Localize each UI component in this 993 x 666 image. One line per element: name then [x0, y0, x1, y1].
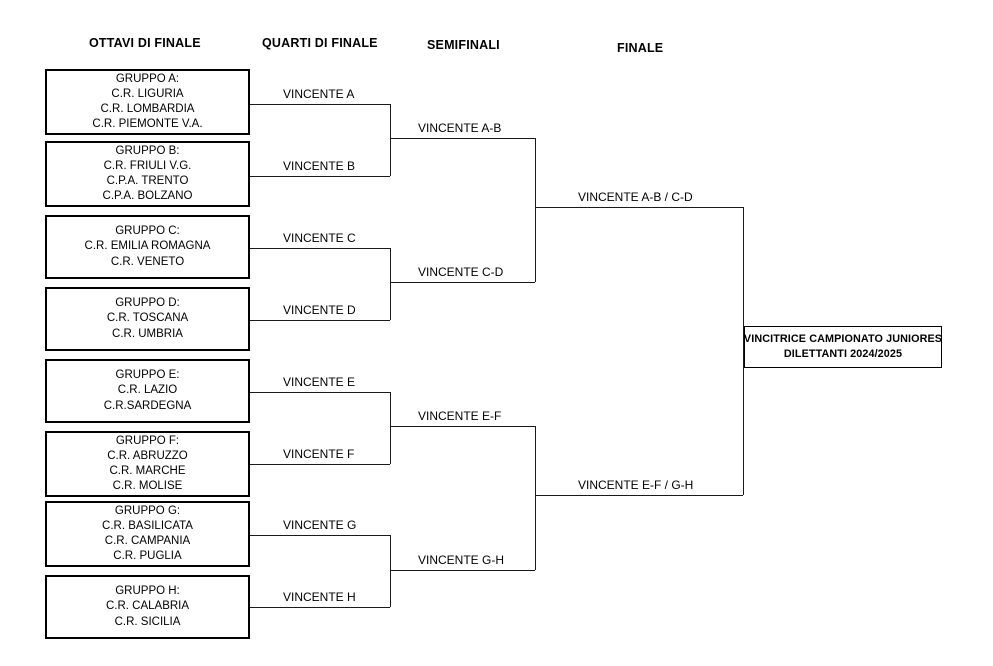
group-member: C.R. BASILICATA	[102, 519, 193, 532]
group-title: GRUPPO D:	[115, 297, 180, 310]
group-title: GRUPPO E:	[115, 369, 180, 382]
qf-label: VINCENTE H	[283, 590, 356, 604]
final-connector-line	[535, 495, 743, 496]
sf-connector-line	[390, 282, 535, 283]
group-member: C.R. CALABRIA	[105, 600, 190, 613]
qf-label: VINCENTE B	[283, 159, 356, 173]
group-member: C.R. MARCHE	[109, 465, 186, 477]
group-member: C.R. LIGURIA	[111, 87, 184, 100]
sf-label: VINCENTE A-B	[418, 121, 502, 135]
qf-riser	[390, 248, 391, 320]
group-title: GRUPPO A:	[115, 72, 180, 85]
group-member: C.R. MOLISE	[112, 480, 183, 493]
sf-connector-line	[390, 426, 535, 427]
group-member: C.R. LOMBARDIA	[100, 103, 195, 115]
group-box-8: GRUPPO H: C.R. CALABRIA C.R. SICILIA	[45, 575, 250, 639]
group-title: GRUPPO C:	[115, 225, 180, 238]
qf-connector-line	[250, 535, 390, 536]
qf-riser	[390, 392, 391, 464]
qf-label: VINCENTE F	[283, 447, 355, 461]
group-member: C.R. SICILIA	[114, 615, 181, 628]
qf-label: VINCENTE G	[283, 518, 357, 532]
sf-label: VINCENTE E-F	[418, 409, 502, 423]
qf-connector-line	[250, 320, 390, 321]
group-title: GRUPPO H:	[115, 585, 180, 598]
group-member: C.R. VENETO	[110, 255, 185, 268]
group-member: C.R. EMILIA ROMAGNA	[84, 240, 211, 253]
group-box-3: GRUPPO C: C.R. EMILIA ROMAGNA C.R. VENETO	[45, 215, 250, 279]
group-title: GRUPPO G:	[114, 504, 181, 517]
qf-connector-line	[250, 248, 390, 249]
qf-connector-line	[250, 607, 390, 608]
group-member: C.R. ABRUZZO	[107, 449, 188, 462]
group-title: GRUPPO B:	[115, 144, 180, 157]
qf-connector-line	[250, 176, 390, 177]
group-member: C.R. PUGLIA	[113, 550, 182, 563]
final-label: VINCENTE E-F / G-H	[578, 478, 694, 492]
winner-line: VINCITRICE CAMPIONATO JUNIORES	[743, 333, 943, 345]
qf-label: VINCENTE D	[283, 303, 356, 317]
qf-riser	[390, 535, 391, 607]
sf-connector-line	[390, 138, 535, 139]
sf-label: VINCENTE C-D	[418, 265, 504, 279]
group-box-5: GRUPPO E: C.R. LAZIO C.R.SARDEGNA	[45, 359, 250, 423]
group-box-1: GRUPPO A: C.R. LIGURIA C.R. LOMBARDIA C.R. …	[45, 69, 250, 135]
final-connector-line	[535, 207, 743, 208]
group-box-2: GRUPPO B: C.R. FRIULI V.G. C.P.A. TRENTO C.…	[45, 141, 250, 207]
final-label: VINCENTE A-B / C-D	[578, 190, 693, 204]
group-title: GRUPPO F:	[115, 434, 180, 447]
qf-connector-line	[250, 464, 390, 465]
sf-connector-line	[390, 570, 535, 571]
qf-label: VINCENTE E	[283, 375, 356, 389]
group-member: C.R. UMBRIA	[112, 327, 183, 340]
column-header-3: SEMIFINALI	[427, 38, 500, 52]
qf-connector-line	[250, 392, 390, 393]
group-member: C.R. FRIULI V.G.	[103, 159, 192, 172]
group-box-4: GRUPPO D: C.R. TOSCANA C.R. UMBRIA	[45, 287, 250, 351]
winner-box: VINCITRICE CAMPIONATO JUNIORES DILETTANT…	[744, 326, 942, 368]
group-member: C.R. LAZIO	[117, 384, 178, 397]
group-member: C.P.A. BOLZANO	[102, 190, 193, 203]
winner-stub-line	[743, 351, 744, 352]
qf-riser	[390, 104, 391, 176]
sf-riser	[535, 138, 536, 282]
winner-line: DILETTANTI 2024/2025	[783, 348, 903, 360]
column-header-4: FINALE	[617, 41, 664, 55]
group-member: C.R. PIEMONTE V.A.	[92, 118, 203, 131]
group-member: C.R.SARDEGNA	[103, 399, 192, 412]
sf-label: VINCENTE G-H	[418, 553, 505, 567]
group-box-7: GRUPPO G: C.R. BASILICATA C.R. CAMPANIA C.R…	[45, 501, 250, 567]
column-header-1: OTTAVI DI FINALE	[89, 36, 201, 50]
group-member: C.R. CAMPANIA	[104, 535, 191, 547]
sf-riser	[535, 426, 536, 570]
qf-label: VINCENTE C	[283, 231, 356, 245]
group-member: C.P.A. TRENTO	[106, 175, 189, 187]
group-member: C.R. TOSCANA	[106, 312, 189, 325]
group-box-6: GRUPPO F: C.R. ABRUZZO C.R. MARCHE C.R. MOL…	[45, 431, 250, 497]
column-header-2: QUARTI DI FINALE	[262, 36, 378, 50]
qf-label: VINCENTE A	[283, 87, 355, 101]
qf-connector-line	[250, 104, 390, 105]
